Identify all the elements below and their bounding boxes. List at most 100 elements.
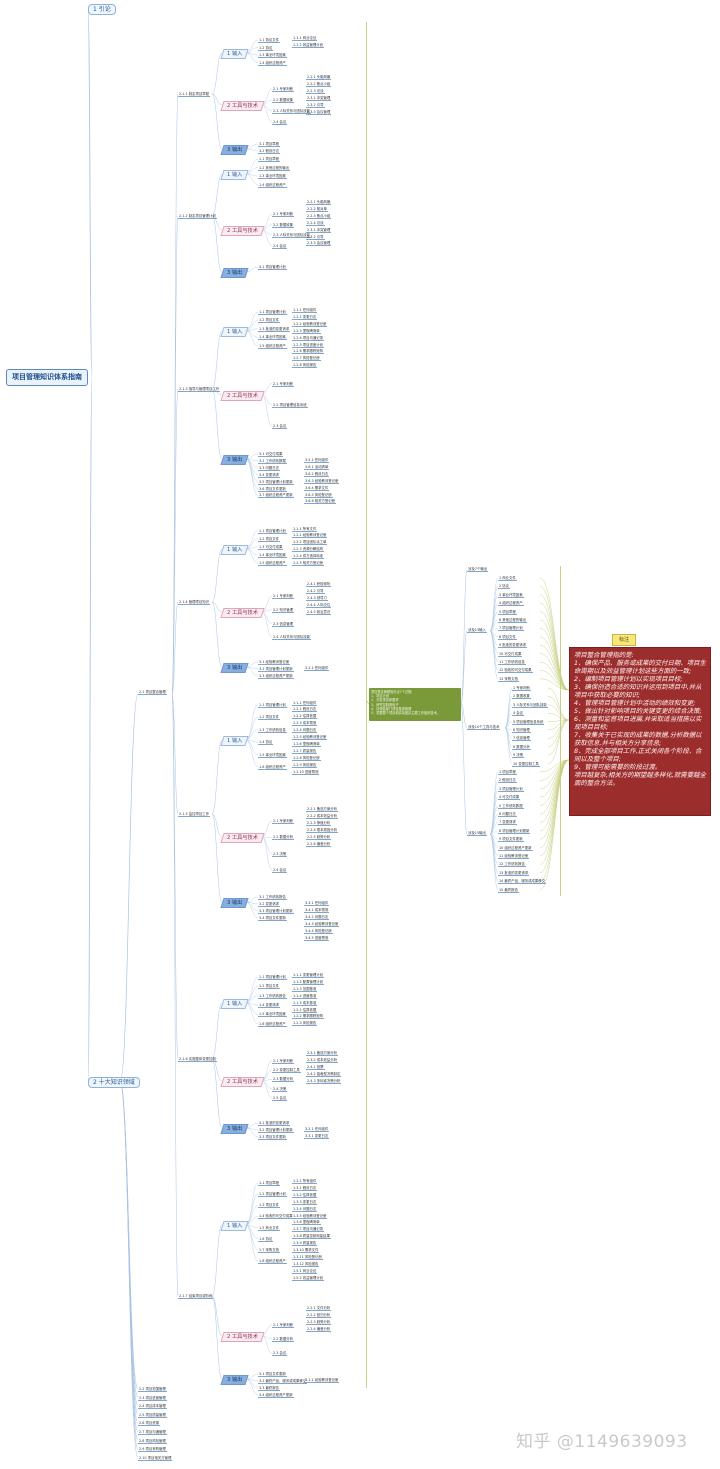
input-sub-item[interactable]: 1.3.3 变更日志	[292, 1199, 318, 1205]
input-sub-item[interactable]: 1.2.1 假设日志	[292, 707, 318, 713]
output-item[interactable]: 3.3 项目文件更新	[258, 1134, 287, 1140]
tool-sub-item[interactable]: 2.2.1 头脑风暴	[306, 200, 332, 205]
input-sub-item[interactable]: 1.1.4 进度基准	[292, 993, 318, 999]
summary-input-item[interactable]: 7 项目管理计划	[498, 626, 524, 632]
tool-item[interactable]: 2.1 专家判断	[272, 1058, 295, 1064]
input-item[interactable]: 1.4 变更请求	[258, 1003, 281, 1008]
tool-sub-item[interactable]: 2.3.2 引导	[306, 102, 325, 108]
tool-sub-item[interactable]: 2.3.3 会议管理	[306, 109, 332, 115]
tool-item[interactable]: 2.1 专家判断	[272, 381, 295, 387]
tools-tag[interactable]: 2 工具与技术	[220, 226, 265, 236]
input-sub-item[interactable]: 1.1.1 商业论证	[292, 36, 318, 41]
summary-heading[interactable]: 涉及10个工具与技术	[467, 725, 501, 730]
output-sub-item[interactable]: 3.3.1 变更日志	[304, 1133, 330, 1139]
knowledge-area-item[interactable]: 2.8 项目风险管理	[138, 1438, 167, 1444]
tool-sub-item[interactable]: 2.3.1 冲突管理	[306, 227, 332, 233]
input-item[interactable]: 1.4 事业环境因素	[258, 335, 287, 341]
tool-item[interactable]: 2.1 专家判断	[272, 594, 295, 599]
tools-tag[interactable]: 2 工具与技术	[220, 1077, 265, 1087]
process-node[interactable]: 2.1.2 制定项目管理计划	[178, 214, 217, 219]
tool-item[interactable]: 2.3 人际关系与团队技能	[272, 109, 311, 114]
tool-sub-item[interactable]: 2.3.2 引导	[306, 234, 325, 240]
summary-input-item[interactable]: 9 批准的变更请求	[498, 643, 527, 649]
output-tag[interactable]: 3 输出	[220, 663, 249, 673]
summary-input-item[interactable]: 3 事业环境因素	[498, 592, 524, 598]
input-sub-item[interactable]: 1.2.7 风险登记册	[292, 356, 321, 362]
input-item[interactable]: 1.2 项目文件	[258, 536, 281, 542]
tool-sub-item[interactable]: 2.2.4 访谈	[306, 220, 325, 226]
summary-output-item[interactable]: 2 假设日志	[498, 778, 517, 784]
tool-sub-item[interactable]: 2.2.3 挣值分析	[306, 820, 332, 826]
input-sub-item[interactable]: 1.2.2 经验教训登记册	[292, 321, 328, 327]
tool-sub-item[interactable]: 2.4.3 多标准决策分析	[306, 1078, 342, 1084]
input-item[interactable]: 1.1 项目管理计划	[258, 975, 287, 980]
input-tag[interactable]: 1 输入	[220, 170, 249, 180]
output-item[interactable]: 3.3 项目管理计划更新	[258, 908, 294, 914]
input-sub-item[interactable]: 1.3.1 假设日志	[292, 1185, 318, 1191]
tool-sub-item[interactable]: 2.2.1 文件分析	[306, 1306, 332, 1311]
process-node[interactable]: 2.1.6 实施整体变更控制	[178, 1057, 217, 1062]
tool-item[interactable]: 2.2 知识管理	[272, 607, 295, 613]
tool-sub-item[interactable]: 2.3.1 备选方案分析	[306, 1051, 339, 1056]
tool-sub-item[interactable]: 2.2.6 偏差分析	[306, 841, 332, 847]
process-node[interactable]: 2.1.5 监控项目工作	[178, 812, 211, 817]
input-tag[interactable]: 1 输入	[220, 49, 249, 59]
summary-input-item[interactable]: 1 商业文件	[498, 576, 517, 581]
input-sub-item[interactable]: 1.2.1 所有组件	[292, 1179, 318, 1184]
input-item[interactable]: 1.3 工作绩效报告	[258, 993, 287, 999]
input-item[interactable]: 1.5 事业环境因素	[258, 1012, 287, 1018]
output-item[interactable]: 3.2 最终产品、服务或成果移交	[258, 1378, 308, 1384]
knowledge-area-item[interactable]: 2.4 项目成本管理	[138, 1404, 167, 1410]
input-sub-item[interactable]: 1.2.4 问题日志	[292, 728, 318, 734]
tool-item[interactable]: 2.4 决策	[272, 1086, 288, 1092]
input-item[interactable]: 1.3 项目文件	[258, 1203, 281, 1209]
input-sub-item[interactable]: 1.2.3 风险报告	[292, 1021, 318, 1027]
input-sub-item[interactable]: 1.2.3 资源分解结构	[292, 547, 325, 553]
tool-item[interactable]: 2.2 数据分析	[272, 1336, 295, 1342]
output-item[interactable]: 3.2 工作绩效数据	[258, 458, 287, 464]
tool-item[interactable]: 2.2 数据收集	[272, 98, 295, 103]
tools-tag[interactable]: 2 工具与技术	[220, 391, 265, 401]
input-item[interactable]: 1.4 事业环境因素	[258, 553, 287, 559]
knowledge-area-item[interactable]: 2.5 项目质量管理	[138, 1412, 167, 1418]
input-item[interactable]: 1.3 可交付成果	[258, 544, 284, 550]
input-item[interactable]: 1.1 项目管理计划	[258, 528, 287, 534]
input-item[interactable]: 1.1 项目章程	[258, 157, 281, 162]
input-sub-item[interactable]: 1.1.1 所有文件	[292, 526, 318, 532]
tools-tag[interactable]: 2 工具与技术	[220, 833, 265, 843]
tool-item[interactable]: 2.2 变更控制工具	[272, 1067, 301, 1073]
input-sub-item[interactable]: 1.3.10 需求文件	[292, 1248, 320, 1253]
output-sub-item[interactable]: 3.4.3 经验教训登记册	[304, 921, 340, 927]
input-item[interactable]: 1.3 事业环境因素	[258, 174, 287, 179]
output-item[interactable]: 3.1 项目章程	[258, 142, 281, 147]
root-node[interactable]: 项目管理知识体系指南	[6, 369, 88, 386]
tool-item[interactable]: 2.1 专家判断	[272, 212, 295, 217]
input-sub-item[interactable]: 1.2.1 估算依据	[292, 1007, 318, 1013]
input-sub-item[interactable]: 1.2.6 需求跟踪矩阵	[292, 349, 325, 355]
input-item[interactable]: 1.1 项目管理计划	[258, 702, 287, 708]
output-sub-item[interactable]: 3.6.4 需求文件	[304, 485, 330, 491]
input-item[interactable]: 1.3 工作绩效信息	[258, 727, 287, 733]
tool-item[interactable]: 2.1 专家判断	[272, 819, 295, 824]
intro-node[interactable]: 1 引论	[88, 4, 116, 15]
input-item[interactable]: 1.3 批准的变更请求	[258, 326, 291, 332]
output-sub-item[interactable]: 3.6.3 经验教训登记册	[304, 478, 340, 484]
input-item[interactable]: 1.6 组织过程资产	[258, 765, 287, 770]
summary-output-item[interactable]: 14 最终产品、服务或成果移交	[498, 879, 547, 885]
tool-sub-item[interactable]: 2.2.3 焦点小组	[306, 213, 332, 219]
input-sub-item[interactable]: 1.2.2 需求跟踪矩阵	[292, 1014, 325, 1020]
output-sub-item[interactable]: 3.4.4 风险登记册	[304, 928, 333, 934]
input-tag[interactable]: 1 输入	[220, 1221, 249, 1231]
input-sub-item[interactable]: 1.2.8 风险登记册	[292, 755, 321, 761]
input-sub-item[interactable]: 1.3.11 风险登记册	[292, 1254, 323, 1260]
input-item[interactable]: 1.7 采购文档	[258, 1247, 281, 1253]
input-item[interactable]: 1.1 项目章程	[258, 1181, 281, 1186]
input-item[interactable]: 1.2 其他过程的输出	[258, 165, 291, 171]
output-item[interactable]: 3.1 可交付成果	[258, 452, 284, 457]
summary-input-item[interactable]: 4 组织过程资产	[498, 601, 524, 607]
process-node[interactable]: 2.1.1 制定项目章程	[178, 92, 211, 97]
output-sub-item[interactable]: 3.3.1 任何组件	[304, 901, 330, 906]
input-sub-item[interactable]: 1.2.4 供方选择标准	[292, 554, 325, 560]
input-item[interactable]: 1.6 协议	[258, 1236, 274, 1242]
tool-item[interactable]: 2.3 会议	[272, 424, 288, 430]
